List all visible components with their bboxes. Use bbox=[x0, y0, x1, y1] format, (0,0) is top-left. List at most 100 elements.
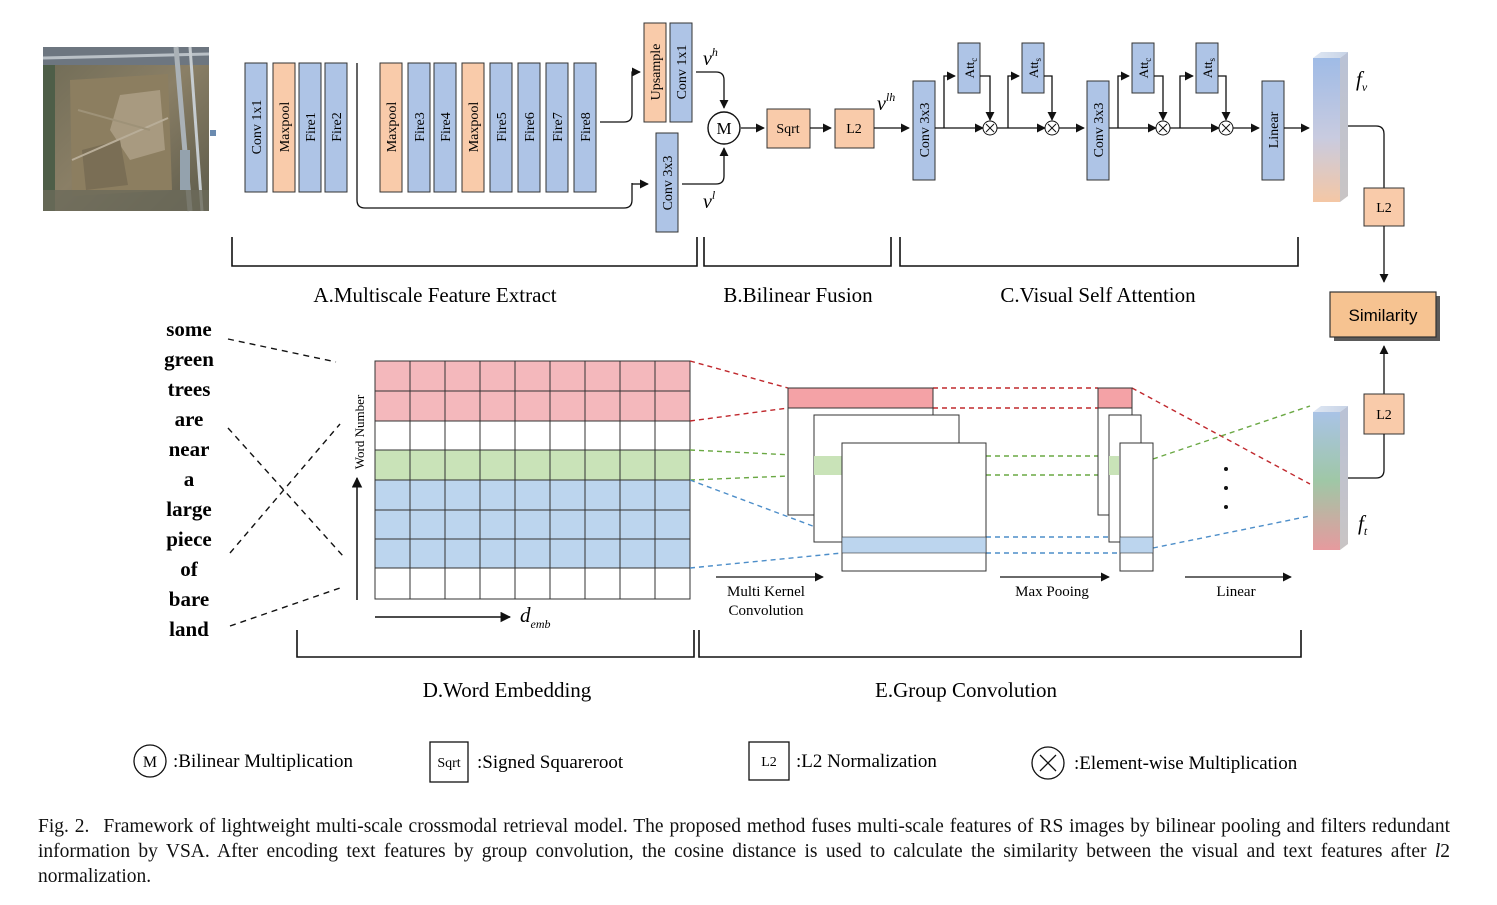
sentence-word: large bbox=[166, 497, 211, 521]
svg-text:Fire7: Fire7 bbox=[551, 112, 566, 142]
legend-m: M :Bilinear Multiplication bbox=[133, 744, 353, 778]
block-fire4: Fire4 bbox=[433, 62, 457, 193]
bracket-e bbox=[698, 630, 1302, 658]
section-title-b: B.Bilinear Fusion bbox=[723, 283, 873, 307]
block-conv1x1: Conv 1x1 bbox=[244, 62, 268, 193]
svg-text:Atts: Atts bbox=[1200, 57, 1217, 78]
svg-text:Fire8: Fire8 bbox=[579, 112, 594, 142]
sentence-word: piece bbox=[166, 527, 211, 551]
sentence-word: a bbox=[184, 467, 195, 491]
svg-text:Fire5: Fire5 bbox=[495, 112, 510, 142]
block-fire3: Fire3 bbox=[407, 62, 431, 193]
block-sqrt: Sqrt bbox=[766, 108, 811, 149]
m-bilinear-node: M bbox=[707, 111, 741, 145]
svg-text::Element-wise Multiplication: :Element-wise Multiplication bbox=[1074, 753, 1298, 774]
label-multi-kernel-2: Convolution bbox=[728, 603, 804, 619]
legend-l2: L2 :L2 Normalization bbox=[748, 741, 937, 781]
svg-text:Fire6: Fire6 bbox=[523, 112, 538, 142]
svg-text:Conv 1x1: Conv 1x1 bbox=[250, 100, 265, 155]
sentence-word: near bbox=[169, 437, 210, 461]
legend-multiply: :Element-wise Multiplication bbox=[1031, 746, 1298, 780]
multiply-icon bbox=[1044, 120, 1060, 136]
label-v-l: vl bbox=[703, 188, 716, 213]
sentence-word: land bbox=[169, 617, 209, 641]
svg-text:Maxpool: Maxpool bbox=[467, 102, 482, 153]
section-title-d: D.Word Embedding bbox=[423, 678, 592, 702]
svg-text:L2: L2 bbox=[761, 755, 777, 770]
sentence-words: somegreentreesarenearalargepieceofbarela… bbox=[164, 317, 214, 641]
svg-text:M: M bbox=[143, 754, 157, 771]
block-fire2: Fire2 bbox=[324, 62, 348, 193]
svg-text:Word Number: Word Number bbox=[352, 394, 367, 469]
caption-text-1: Framework of lightweight multi-scale cro… bbox=[38, 816, 1450, 862]
legend-sqrt: Sqrt :Signed Squareroot bbox=[429, 741, 624, 783]
text-feature-bar bbox=[1313, 406, 1348, 550]
ellipsis-dots bbox=[1224, 467, 1228, 509]
bracket-d bbox=[296, 630, 695, 658]
label-f-v: fv bbox=[1356, 67, 1368, 94]
block-upsample: Upsample bbox=[643, 22, 667, 123]
section-title-c: C.Visual Self Attention bbox=[1000, 283, 1196, 307]
label-max-pooling: Max Pooing bbox=[1015, 584, 1089, 600]
svg-text:Maxpool: Maxpool bbox=[385, 102, 400, 153]
section-title-e: E.Group Convolution bbox=[875, 678, 1057, 702]
svg-text:Fire1: Fire1 bbox=[304, 112, 319, 142]
svg-text:L2: L2 bbox=[846, 122, 862, 137]
label-v-h: vh bbox=[703, 45, 718, 70]
block-maxpool-2: Maxpool bbox=[379, 62, 403, 193]
svg-text::L2 Normalization: :L2 Normalization bbox=[796, 751, 937, 772]
block-linear-visual: Linear bbox=[1261, 80, 1285, 181]
svg-text:ft: ft bbox=[1358, 511, 1368, 538]
svg-text:Atts: Atts bbox=[1026, 57, 1043, 78]
attention-connectors bbox=[935, 71, 1310, 133]
label-multi-kernel-1: Multi Kernel bbox=[727, 584, 805, 600]
block-fire8: Fire8 bbox=[573, 62, 597, 193]
block-l2-text: L2 bbox=[1363, 393, 1405, 435]
svg-text:Conv 3x3: Conv 3x3 bbox=[1092, 103, 1107, 158]
multiply-icon bbox=[1155, 120, 1171, 136]
block-fire6: Fire6 bbox=[517, 62, 541, 193]
svg-text:L2: L2 bbox=[1376, 201, 1392, 216]
multiply-icon bbox=[1218, 120, 1234, 136]
section-title-a: A.Multiscale Feature Extract bbox=[313, 283, 556, 307]
svg-text:Sqrt: Sqrt bbox=[437, 756, 460, 771]
bracket-a bbox=[231, 237, 698, 267]
block-conv3x3-att-b: Conv 3x3 bbox=[1086, 80, 1110, 181]
block-fire5: Fire5 bbox=[489, 62, 513, 193]
conv-feature-maps bbox=[787, 387, 987, 572]
svg-text:L2: L2 bbox=[1376, 408, 1392, 423]
block-att-s-a: Atts bbox=[1021, 42, 1045, 94]
svg-text:M: M bbox=[716, 119, 731, 138]
sentence-word: bare bbox=[169, 587, 209, 611]
block-maxpool-3: Maxpool bbox=[461, 62, 485, 193]
word-number-axis: Word Number bbox=[351, 394, 367, 600]
block-att-c-a: Attc bbox=[957, 42, 981, 94]
pooled-feature-maps bbox=[1097, 387, 1154, 572]
arrow-vh-to-m bbox=[696, 71, 729, 109]
svg-text:Attc: Attc bbox=[1136, 58, 1153, 79]
block-conv3x3-low: Conv 3x3 bbox=[655, 132, 679, 233]
sentence-word: of bbox=[180, 557, 199, 581]
caption-label: Fig. 2. bbox=[38, 816, 90, 837]
svg-text:Linear: Linear bbox=[1267, 111, 1282, 148]
rs-image bbox=[42, 46, 216, 212]
sentence-word: green bbox=[164, 347, 214, 371]
block-l2-visual: L2 bbox=[1363, 187, 1405, 227]
upper-connector bbox=[600, 67, 641, 123]
caption-text-2: 2 normalization. bbox=[38, 841, 1450, 887]
svg-text:Fire2: Fire2 bbox=[330, 112, 345, 142]
block-maxpool-1: Maxpool bbox=[272, 62, 296, 193]
label-linear-text: Linear bbox=[1216, 584, 1255, 600]
connector-ft-to-l2 bbox=[1348, 434, 1385, 479]
caption-italic: l bbox=[1434, 841, 1441, 862]
sentence-word: trees bbox=[168, 377, 211, 401]
arrow-vl-to-m bbox=[682, 147, 729, 185]
d-emb-axis: demb bbox=[375, 603, 551, 631]
svg-text:demb: demb bbox=[520, 603, 551, 631]
svg-text:Conv 3x3: Conv 3x3 bbox=[918, 103, 933, 158]
block-fire1: Fire1 bbox=[298, 62, 322, 193]
visual-feature-bar bbox=[1313, 52, 1348, 202]
multiply-nodes bbox=[982, 120, 1234, 136]
svg-text:vlh: vlh bbox=[877, 90, 895, 115]
